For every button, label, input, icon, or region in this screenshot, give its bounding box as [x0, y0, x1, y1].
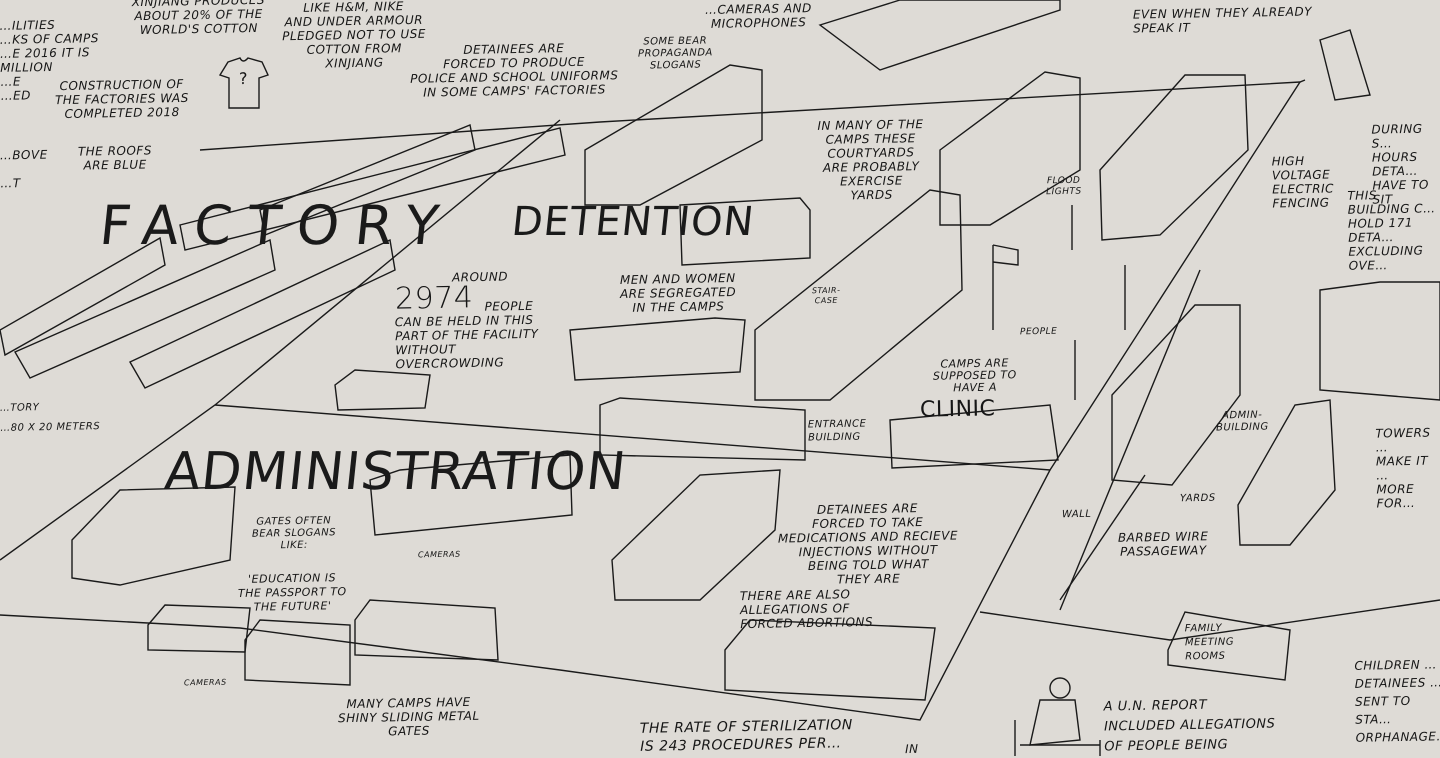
cameras-mics-note: …CAMERAS AND MICROPHONES	[704, 1, 812, 31]
flood-lights-label: FLOOD LIGHTS	[1046, 175, 1082, 198]
children-note: CHILDREN … DETAINEES … SENT TO STA… ORPH…	[1354, 657, 1440, 745]
wall-label: WALL	[1061, 508, 1092, 521]
factory-sheds	[0, 124, 566, 389]
admin-building-label: ADMIN- BUILDING	[1216, 409, 1269, 434]
fencing-note: HIGH VOLTAGE ELECTRIC FENCING	[1271, 153, 1335, 211]
above-note: …BOVE …T	[0, 147, 48, 191]
administration-zone-title: ADMINISTRATION	[161, 442, 630, 502]
detention-zone-title: DETENTION	[509, 199, 757, 245]
tshirt-icon	[218, 57, 269, 109]
cameras-label: CAMERAS	[417, 549, 461, 560]
un-report-note: A U.N. REPORT INCLUDED ALLEGATIONS OF PE…	[1103, 697, 1276, 755]
perimeter-walls	[0, 79, 1440, 721]
abortions-note: THERE ARE ALSO ALLEGATIONS OF FORCED ABO…	[739, 587, 874, 632]
staircase-label: STAIR- CASE	[811, 285, 841, 306]
entrance-building-label: ENTRANCE BUILDING	[807, 418, 867, 444]
factory-zone-title: FACTORY	[96, 194, 458, 257]
building-capacity-note: THIS BUILDING C… HOLD 171 DETA… EXCLUDIN…	[1347, 188, 1436, 273]
flag-and-lights	[992, 205, 1126, 400]
construction-note: CONSTRUCTION OF THE FACTORIES WAS COMPLE…	[54, 76, 189, 122]
speak-it-note: EVEN WHEN THEY ALREADY SPEAK IT	[1132, 4, 1313, 36]
cotton-note: XINJIANG PRODUCES ABOUT 20% OF THE WORLD…	[131, 0, 266, 38]
yards-label: YARDS	[1179, 492, 1216, 505]
medications-note: DETAINEES ARE FORCED TO TAKE MEDICATIONS…	[777, 501, 959, 587]
detention-buildings	[569, 64, 1440, 546]
family-meeting-rooms-label: FAMILY MEETING ROOMS	[1184, 622, 1235, 663]
cameras-label: CAMERAS	[183, 677, 227, 688]
capacity-note: PEOPLE CAN BE HELD IN THIS PART OF THE F…	[394, 298, 539, 372]
metal-gates-note: MANY CAMPS HAVE SHINY SLIDING METAL GATE…	[337, 694, 480, 739]
people-label: PEOPLE	[1019, 326, 1058, 338]
segregated-note: MEN AND WOMEN ARE SEGREGATED IN THE CAMP…	[619, 270, 737, 315]
courtyards-note: IN MANY OF THE CAMPS THESE COURTYARDS AR…	[817, 117, 924, 203]
forced-produce-note: DETAINEES ARE FORCED TO PRODUCE POLICE A…	[410, 41, 619, 100]
seated-person-figure	[1014, 677, 1101, 756]
brands-note: CLOTHING BRANDS LIKE H&M, NIKE AND UNDER…	[282, 0, 427, 71]
administration-buildings	[71, 0, 1371, 701]
tshirt-question-mark: ?	[238, 68, 249, 89]
towers-note: TOWERS … MAKE IT … MORE FOR…	[1375, 425, 1431, 511]
sterilization-note: THE RATE OF STERILIZATION IS 243 PROCEDU…	[639, 717, 853, 755]
propaganda-note: SOME BEAR PROPAGANDA SLOGANS	[637, 35, 713, 72]
roofs-note: THE ROOFS ARE BLUE	[77, 143, 152, 173]
factory-size-note: …TORY …80 X 20 METERS	[0, 402, 101, 434]
in-note: IN	[904, 741, 919, 757]
clinic-label: CLINIC	[919, 396, 996, 423]
gates-slogans-note: GATES OFTEN BEAR SLOGANS LIKE:	[251, 515, 337, 552]
clinic-note: CAMPS ARE SUPPOSED TO HAVE A	[932, 356, 1017, 395]
education-slogan: 'EDUCATION IS THE PASSPORT TO THE FUTURE…	[237, 571, 347, 614]
barbed-wire-note: BARBED WIRE PASSAGEWAY	[1117, 529, 1209, 559]
